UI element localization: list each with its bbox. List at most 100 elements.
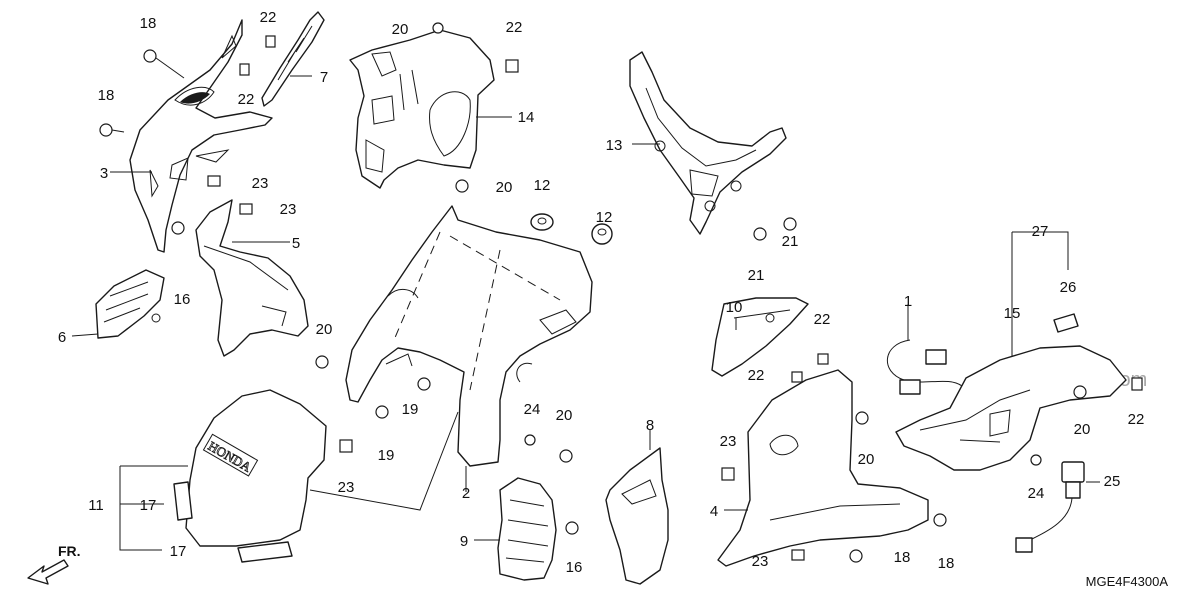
callout-10: 10 — [726, 299, 743, 316]
callout-20: 20 — [556, 407, 573, 424]
clip-23-c — [339, 439, 353, 453]
callout-22: 22 — [238, 91, 255, 108]
callout-11: 11 — [88, 497, 104, 514]
callout-6: 6 — [58, 329, 66, 346]
callout-22: 22 — [506, 19, 523, 36]
part-4-side-cover — [717, 369, 929, 567]
callout-20: 20 — [392, 21, 409, 38]
callout-3: 3 — [100, 165, 108, 182]
part-10-trim — [711, 297, 809, 377]
screw-20-c — [315, 355, 329, 369]
callout-16: 16 — [566, 559, 583, 576]
callout-20: 20 — [1074, 421, 1091, 438]
callout-1: 1 — [904, 293, 912, 310]
clip-22-f — [1131, 377, 1143, 391]
part-11-lower-cover: HONDA — [185, 389, 327, 547]
callout-21: 21 — [782, 233, 799, 250]
callout-21: 21 — [748, 267, 765, 284]
reference-code: MGE4F4300A — [1086, 574, 1169, 589]
callout-20: 20 — [858, 451, 875, 468]
callout-17: 17 — [140, 497, 157, 514]
callout-18: 18 — [938, 555, 955, 572]
screw-24-a — [524, 434, 536, 446]
part-9-inner-duct — [497, 477, 557, 581]
grommet-16-a — [171, 221, 185, 235]
callout-19: 19 — [402, 401, 419, 418]
callout-25: 25 — [1104, 473, 1121, 490]
screw-20-b — [455, 179, 469, 193]
callout-18: 18 — [140, 15, 157, 32]
callout-9: 9 — [460, 533, 468, 550]
part-13-bracket — [629, 51, 787, 235]
part-12-grommet-b — [591, 223, 613, 245]
callout-19: 19 — [378, 447, 395, 464]
bolt-18-c — [849, 549, 863, 563]
callout-2: 2 — [462, 485, 470, 502]
clip-22-e — [791, 371, 803, 383]
grommet-16-b — [565, 521, 579, 535]
bolt-21-a — [753, 227, 767, 241]
callout-22: 22 — [814, 311, 831, 328]
screw-20-f — [1073, 385, 1087, 399]
callout-20: 20 — [496, 179, 513, 196]
screw-24-b — [1030, 454, 1042, 466]
part-26-switch — [1053, 313, 1079, 333]
clip-22-b — [239, 63, 250, 76]
screw-20-a — [432, 22, 444, 34]
callout-12: 12 — [534, 177, 551, 194]
part-25-switch-assembly — [1015, 461, 1085, 553]
bolt-21-b — [783, 217, 797, 231]
part-17-pad-a — [173, 481, 193, 521]
clip-23-b — [239, 203, 253, 215]
callout-7: 7 — [320, 69, 328, 86]
part-17-pad-b — [237, 541, 293, 563]
callout-22: 22 — [260, 9, 277, 26]
bolt-19-b — [375, 405, 389, 419]
callout-18: 18 — [894, 549, 911, 566]
callout-5: 5 — [292, 235, 300, 252]
callout-23: 23 — [252, 175, 269, 192]
callout-24: 24 — [524, 401, 541, 418]
leader-lines — [71, 75, 1100, 551]
bolt-19-a — [417, 377, 431, 391]
callout-26: 26 — [1060, 279, 1077, 296]
clip-23-d — [721, 467, 735, 481]
callout-20: 20 — [316, 321, 333, 338]
callout-22: 22 — [748, 367, 765, 384]
clip-22-c — [505, 59, 519, 73]
part-3-cover — [129, 19, 273, 253]
screw-20-d — [855, 411, 869, 425]
bolt-18-b — [99, 123, 125, 137]
part-12-grommet-a — [530, 213, 554, 231]
part-5-side-panel — [195, 199, 309, 357]
part-8-cover — [605, 447, 669, 585]
clip-23-a — [207, 175, 221, 187]
callout-24: 24 — [1028, 485, 1045, 502]
callout-23: 23 — [720, 433, 737, 450]
callout-12: 12 — [596, 209, 613, 226]
clip-22-d — [817, 353, 829, 365]
part-7-trim-strip — [261, 11, 325, 107]
callout-23: 23 — [338, 479, 355, 496]
clip-23-e — [791, 549, 805, 561]
callout-4: 4 — [710, 503, 718, 520]
front-label: FR. — [58, 543, 81, 559]
fasteners — [99, 22, 1143, 563]
callout-14: 14 — [518, 109, 535, 126]
callout-13: 13 — [606, 137, 623, 154]
front-direction-arrow: FR. — [27, 543, 81, 585]
callout-labels: 18 22 7 18 22 3 23 23 5 16 6 20 20 22 14… — [58, 9, 1145, 576]
callout-18: 18 — [98, 87, 115, 104]
part-6-duct — [95, 269, 165, 339]
clip-22-a — [265, 35, 276, 48]
part-2-center-cowl — [345, 205, 593, 467]
part-1-harness — [887, 339, 963, 395]
screw-20-e — [559, 449, 573, 463]
part-15-inner-panel — [895, 345, 1127, 471]
callout-27: 27 — [1032, 223, 1049, 240]
callout-8: 8 — [646, 417, 654, 434]
callout-23: 23 — [280, 201, 297, 218]
callout-22: 22 — [1128, 411, 1145, 428]
callout-23: 23 — [752, 553, 769, 570]
